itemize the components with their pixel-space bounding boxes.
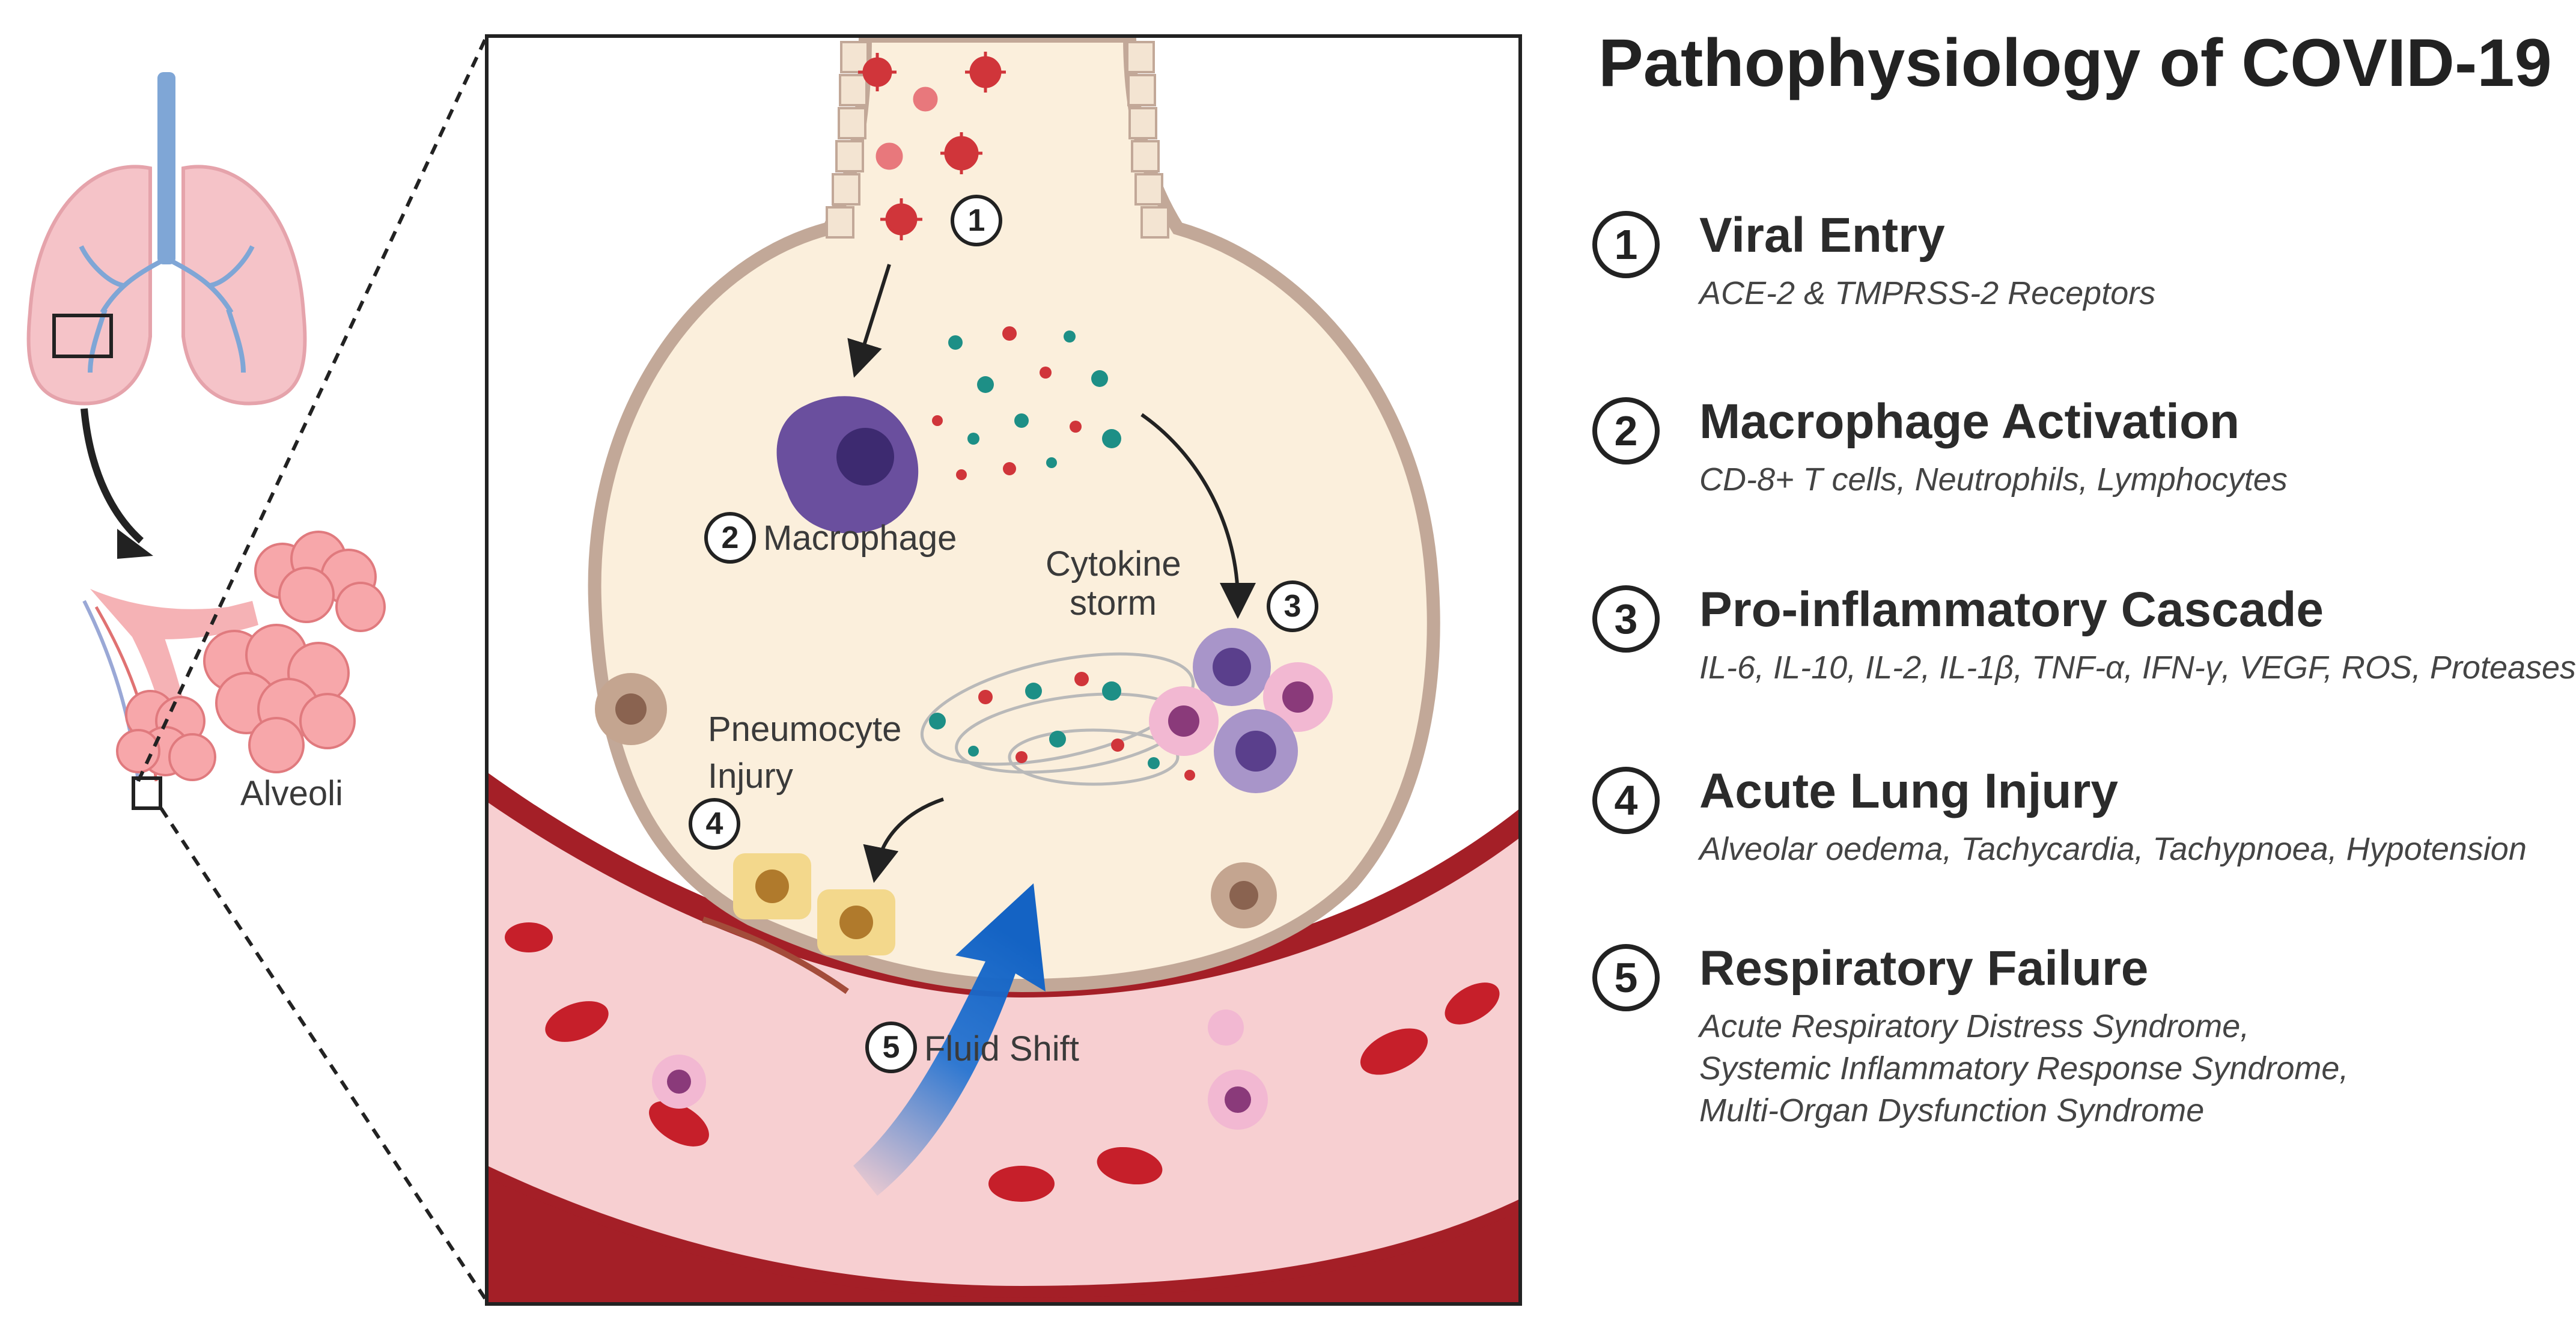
step-detail-line: Alveolar oedema, Tachycardia, Tachypnoea… (1699, 831, 2527, 867)
lungs-icon (26, 72, 307, 406)
step-title: Viral Entry (1699, 208, 1945, 263)
alveolus-zoom-panel (487, 36, 1520, 1304)
step-detail-line: Acute Respiratory Distress Syndrome, (1699, 1008, 2250, 1044)
step-detail-line: Systemic Inflammatory Response Syndrome, (1699, 1050, 2349, 1086)
step-detail: ACE-2 & TMPRSS-2 Receptors (1699, 272, 2155, 314)
step-number: 4 (1592, 767, 1660, 834)
step-number: 5 (1592, 944, 1660, 1011)
step-number: 3 (1592, 585, 1660, 653)
marker-4: 4 (689, 798, 740, 850)
step-detail-line: IL-6, IL-10, IL-2, IL-1β, TNF-α, IFN-γ, … (1699, 650, 2576, 686)
step-title: Pro-inflammatory Cascade (1699, 582, 2324, 637)
marker-1: 1 (951, 195, 1002, 246)
step-number: 2 (1592, 397, 1660, 464)
step-detail-line: Multi-Organ Dysfunction Syndrome (1699, 1092, 2205, 1128)
pneumocyte-label-line2: Injury (708, 757, 793, 796)
step-detail: CD-8+ T cells, Neutrophils, Lymphocytes (1699, 458, 2288, 501)
step-detail: IL-6, IL-10, IL-2, IL-1β, TNF-α, IFN-γ, … (1699, 647, 2576, 689)
step-detail-line: CD-8+ T cells, Neutrophils, Lymphocytes (1699, 461, 2288, 498)
fluid-shift-label: Fluid Shift (924, 1029, 1079, 1068)
macrophage-label: Macrophage (763, 519, 957, 558)
marker-2: 2 (704, 512, 756, 564)
marker-3: 3 (1267, 580, 1318, 632)
pneumocyte-label-line1: Pneumocyte (708, 710, 902, 749)
step-detail-line: ACE-2 & TMPRSS-2 Receptors (1699, 275, 2156, 311)
cytokine-label-line1: Cytokine (1046, 544, 1181, 583)
cytokine-label-line2: storm (1070, 583, 1157, 623)
step-title: Macrophage Activation (1699, 394, 2240, 449)
step-title: Respiratory Failure (1699, 941, 2149, 996)
alveoli-cluster-icon (82, 531, 386, 810)
page-title: Pathophysiology of COVID-19 (1598, 25, 2552, 100)
step-number: 1 (1592, 211, 1660, 278)
alveoli-label: Alveoli (240, 774, 343, 813)
step-detail: Alveolar oedema, Tachycardia, Tachypnoea… (1699, 828, 2527, 870)
marker-5: 5 (865, 1022, 917, 1073)
step-detail: Acute Respiratory Distress Syndrome, Sys… (1699, 1005, 2348, 1132)
step-title: Acute Lung Injury (1699, 764, 2118, 818)
